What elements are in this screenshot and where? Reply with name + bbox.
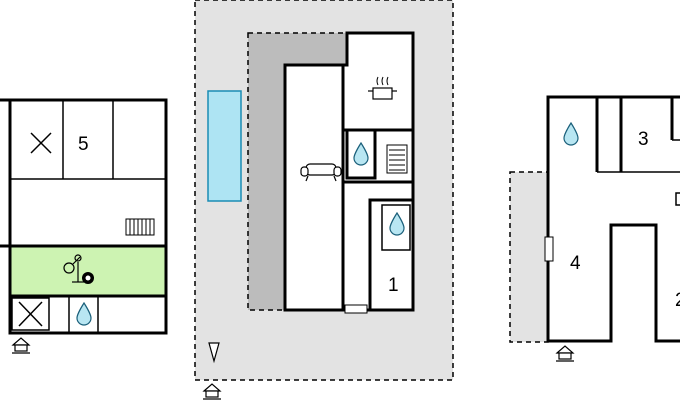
room-label-5: 5 <box>78 134 89 155</box>
water-drop-icon <box>563 121 579 146</box>
room-label-3: 3 <box>638 129 649 150</box>
right-house-outline <box>546 95 680 343</box>
left-building: 5 <box>0 98 168 354</box>
center-building: 1 <box>194 0 454 400</box>
water-drop-icon <box>353 141 369 166</box>
radiator-icon <box>125 218 155 236</box>
shower-icon <box>386 144 408 174</box>
room-label-4: 4 <box>570 253 581 274</box>
north-arrow-icon <box>208 342 220 364</box>
pool <box>207 90 242 202</box>
right-building: 3 4 2 <box>509 95 680 362</box>
sofa-icon <box>300 163 342 182</box>
water-drop-icon <box>389 211 405 236</box>
left-building-outline <box>8 98 168 335</box>
table-tennis-icon <box>63 254 84 283</box>
bed-x-icon <box>30 132 52 154</box>
room-label-2: 2 <box>675 290 680 311</box>
door-icon <box>344 304 368 314</box>
entrance-icon <box>202 383 222 400</box>
water-drop-icon <box>76 301 92 326</box>
entrance-icon <box>11 337 31 354</box>
door-icon <box>544 236 554 262</box>
right-terrace <box>509 171 549 343</box>
billiard-ball-icon <box>82 272 94 284</box>
activity-room-floor <box>10 246 166 296</box>
room-label-1: 1 <box>388 275 399 296</box>
cooking-pot-icon <box>368 76 397 100</box>
bed-x-icon <box>11 297 50 331</box>
center-house-outline <box>283 31 415 312</box>
entrance-icon <box>555 345 575 362</box>
